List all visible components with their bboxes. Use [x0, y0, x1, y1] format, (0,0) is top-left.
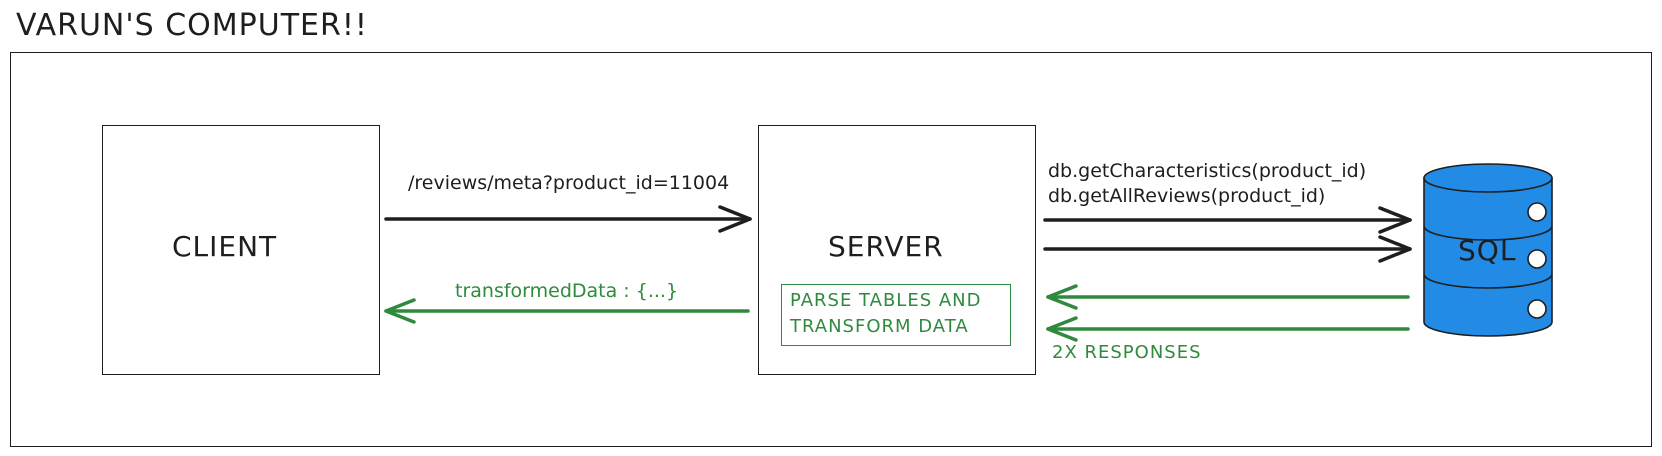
db-responses-label: 2X RESPONSES: [1052, 342, 1202, 363]
client-box: [102, 125, 380, 375]
db-call-characteristics: db.getCharacteristics(product_id): [1048, 160, 1367, 182]
db-query-arrow-1: [1043, 206, 1412, 234]
request-arrow: [384, 205, 752, 233]
request-endpoint-label: /reviews/meta?product_id=11004: [408, 172, 730, 194]
parse-transform-box: [781, 284, 1011, 346]
response-payload-label: transformedData : {...}: [455, 280, 679, 302]
server-box: [758, 125, 1036, 375]
parse-transform-line1: PARSE TABLES AND: [790, 290, 982, 311]
db-response-arrow-1: [1046, 284, 1410, 310]
server-label: SERVER: [828, 230, 944, 263]
computer-boundary-frame: [10, 52, 1652, 447]
diagram-title: VARUN'S COMPUTER!!: [16, 8, 368, 43]
sql-label: SQL: [1458, 234, 1517, 267]
parse-transform-line2: TRANSFORM DATA: [790, 316, 969, 337]
client-label: CLIENT: [172, 230, 278, 263]
database-icon: [1423, 163, 1553, 337]
db-response-arrow-2: [1046, 316, 1410, 342]
response-arrow: [384, 298, 750, 324]
db-query-arrow-2: [1043, 235, 1412, 263]
db-call-reviews: db.getAllReviews(product_id): [1048, 185, 1326, 207]
